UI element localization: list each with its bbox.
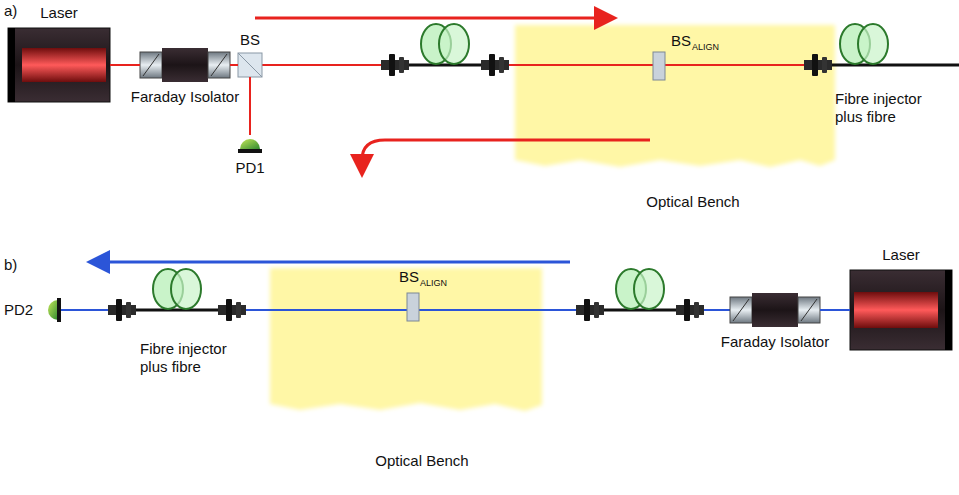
laser-beam xyxy=(255,18,959,172)
fibre-injector: Fibre injector plus fibre xyxy=(108,268,246,320)
node-label: Optical Bench xyxy=(375,452,468,470)
part-name: Laser xyxy=(882,246,920,263)
faraday-isolator-symbol xyxy=(140,48,820,327)
part-name: Optical Bench xyxy=(375,452,468,469)
photodiode: PD1 xyxy=(238,135,262,153)
node-label: Laser xyxy=(40,4,78,22)
node-label: BSALIGN xyxy=(399,268,447,288)
laser-symbol xyxy=(8,28,952,350)
node-label: Faraday Isolator xyxy=(131,88,239,106)
optical-bench: Optical BenchBSALIGN xyxy=(270,268,542,410)
panel-label: b) xyxy=(4,256,17,273)
photodiode-symbol xyxy=(48,139,262,322)
part-name: Fibre injector plus fibre xyxy=(835,90,922,125)
subscript: ALIGN xyxy=(420,278,447,288)
optical-bench: Optical BenchBSALIGN xyxy=(515,25,835,165)
node-label: PD2 xyxy=(4,301,33,319)
part-name: BS xyxy=(671,32,691,49)
subscript: ALIGN xyxy=(692,42,719,52)
part-name: Fibre injector plus fibre xyxy=(140,340,227,375)
node-label: Fibre injector plus fibre xyxy=(835,90,953,126)
part-name: PD1 xyxy=(235,159,264,176)
part-name: PD2 xyxy=(4,301,33,318)
part-name: Faraday Isolator xyxy=(131,88,239,105)
faraday-isolator: Faraday Isolator xyxy=(140,48,230,82)
laser-beam xyxy=(110,64,140,66)
node-label: Faraday Isolator xyxy=(721,333,829,351)
node-label: Optical Bench xyxy=(646,193,739,211)
beam-splitter-plate xyxy=(407,52,665,321)
node-label: Fibre injector plus fibre xyxy=(140,340,258,376)
optical-bench-region xyxy=(270,25,835,411)
laser-beam xyxy=(230,64,238,66)
node-label: BSALIGN xyxy=(671,32,719,52)
laser: Laser xyxy=(8,28,110,102)
photodiode: PD2 xyxy=(42,300,61,320)
fibre-coupler xyxy=(108,24,888,321)
beam-splitter-align: BSALIGN xyxy=(653,52,665,80)
laser-beam xyxy=(249,77,251,135)
laser-beam xyxy=(820,309,850,311)
beam-splitter: BS xyxy=(238,53,262,77)
panel-label: a) xyxy=(4,2,17,19)
part-name: BS xyxy=(240,31,260,48)
node-label: BS xyxy=(240,31,260,49)
beam-splitter-align: BSALIGN xyxy=(407,293,419,321)
node-label: PD1 xyxy=(235,159,264,177)
node-label: Laser xyxy=(882,246,920,264)
part-name: Laser xyxy=(40,4,78,21)
part-name: Optical Bench xyxy=(646,193,739,210)
beam-splitter-cube xyxy=(238,53,262,77)
laser-beam xyxy=(61,309,108,311)
part-name: Faraday Isolator xyxy=(721,333,829,350)
fibre-injector: Fibre injector plus fibre xyxy=(805,22,895,72)
faraday-isolator: Faraday Isolator xyxy=(730,293,820,327)
part-name: BS xyxy=(399,268,419,285)
laser: Laser xyxy=(850,270,952,350)
